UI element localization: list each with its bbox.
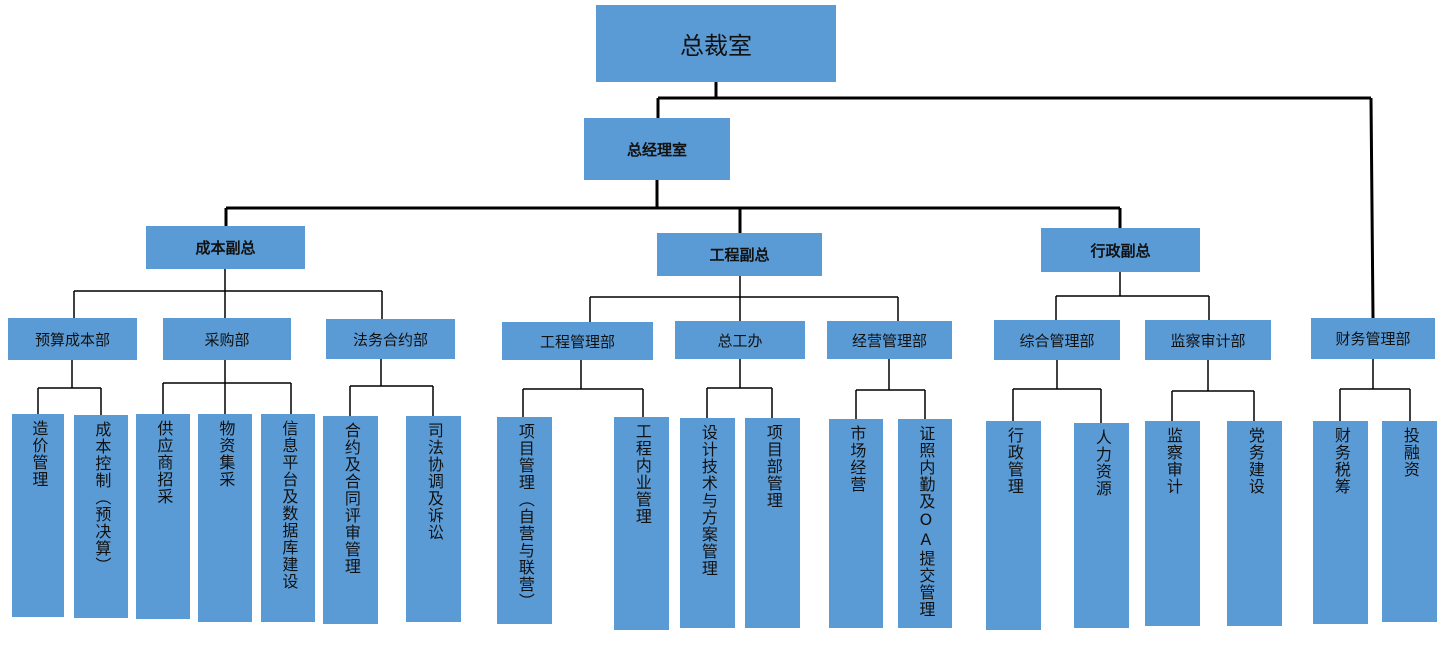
dept-finance[interactable]: 财务管理部 <box>1311 318 1435 359</box>
dept-audit[interactable]: 监察审计部 <box>1145 320 1271 360</box>
func-label: 投融资 <box>1400 427 1420 478</box>
func-cost-mgmt[interactable]: 造价管理 <box>12 414 64 617</box>
legal-branch <box>349 359 434 416</box>
func-label: 设计技术与方案管理 <box>698 424 718 577</box>
budget-branch <box>37 360 102 415</box>
func-label: 党务建设 <box>1245 427 1265 495</box>
func-label: 司法协调及诉讼 <box>424 422 444 541</box>
dept-biz-mgmt[interactable]: 经营管理部 <box>827 321 952 359</box>
dept-eng-mgmt[interactable]: 工程管理部 <box>502 322 653 360</box>
cost-branch <box>73 269 383 319</box>
func-tax[interactable]: 财务税筹 <box>1313 421 1368 624</box>
func-label: 造价管理 <box>29 420 49 488</box>
func-label: 财务税筹 <box>1331 427 1351 495</box>
func-label: 项目部管理 <box>763 424 783 509</box>
func-materials[interactable]: 物资集采 <box>198 414 252 622</box>
func-license-oa[interactable]: 证照内勤及OA提交管理 <box>898 419 952 628</box>
finance-branch <box>1339 359 1411 421</box>
func-design-tech[interactable]: 设计技术与方案管理 <box>680 418 735 628</box>
dept-legal[interactable]: 法务合约部 <box>326 319 455 359</box>
vp-cost-node[interactable]: 成本副总 <box>146 226 305 269</box>
func-label: 信息平台及数据库建设 <box>279 420 299 590</box>
func-project-dept[interactable]: 项目部管理 <box>745 418 800 628</box>
purchase-branch <box>162 360 292 414</box>
func-hr[interactable]: 人力资源 <box>1074 423 1129 628</box>
func-label: 人力资源 <box>1092 429 1112 497</box>
dept-budget[interactable]: 预算成本部 <box>8 318 137 360</box>
func-supplier[interactable]: 供应商招采 <box>136 414 190 619</box>
func-label: 工程内业管理 <box>632 423 652 525</box>
func-label: 监察审计 <box>1163 427 1183 495</box>
vp-admin-node[interactable]: 行政副总 <box>1041 228 1200 272</box>
func-litigation[interactable]: 司法协调及诉讼 <box>406 416 461 622</box>
func-label: 证照内勤及OA提交管理 <box>916 425 936 618</box>
biz-branch <box>855 359 926 419</box>
func-party[interactable]: 党务建设 <box>1227 421 1282 626</box>
func-info-platform[interactable]: 信息平台及数据库建设 <box>261 414 315 622</box>
func-contract-review[interactable]: 合约及合同评审管理 <box>323 416 378 624</box>
func-label: 合约及合同评审管理 <box>341 422 361 575</box>
func-project-mgmt[interactable]: 项目管理（自营与联营） <box>497 417 552 624</box>
func-market[interactable]: 市场经营 <box>829 419 883 628</box>
func-label: 项目管理（自营与联营） <box>515 423 535 610</box>
root-connector <box>656 82 1375 319</box>
general-branch <box>1012 360 1102 423</box>
dept-general-mgmt[interactable]: 综合管理部 <box>994 320 1120 360</box>
func-label: 市场经营 <box>847 425 867 493</box>
func-admin-mgmt[interactable]: 行政管理 <box>986 421 1041 630</box>
root-node[interactable]: 总裁室 <box>596 5 836 82</box>
vp-engineering-node[interactable]: 工程副总 <box>657 233 822 276</box>
func-label: 成本控制（预决算） <box>92 421 112 574</box>
engmgmt-branch <box>522 360 644 417</box>
func-label: 物资集采 <box>216 420 236 488</box>
func-eng-internal[interactable]: 工程内业管理 <box>614 417 669 630</box>
func-label: 行政管理 <box>1004 427 1024 495</box>
func-label: 供应商招采 <box>154 420 174 505</box>
chiefeng-branch <box>706 359 773 418</box>
func-investment[interactable]: 投融资 <box>1382 421 1437 622</box>
gm-connector <box>224 180 1122 233</box>
dept-purchase[interactable]: 采购部 <box>163 318 291 360</box>
func-audit-work[interactable]: 监察审计 <box>1145 421 1200 626</box>
audit-branch <box>1171 360 1255 421</box>
general-manager-node[interactable]: 总经理室 <box>584 118 730 180</box>
eng-branch <box>589 276 899 322</box>
func-cost-control[interactable]: 成本控制（预决算） <box>74 415 128 618</box>
dept-chief-eng[interactable]: 总工办 <box>675 321 805 359</box>
admin-branch <box>1055 272 1210 320</box>
